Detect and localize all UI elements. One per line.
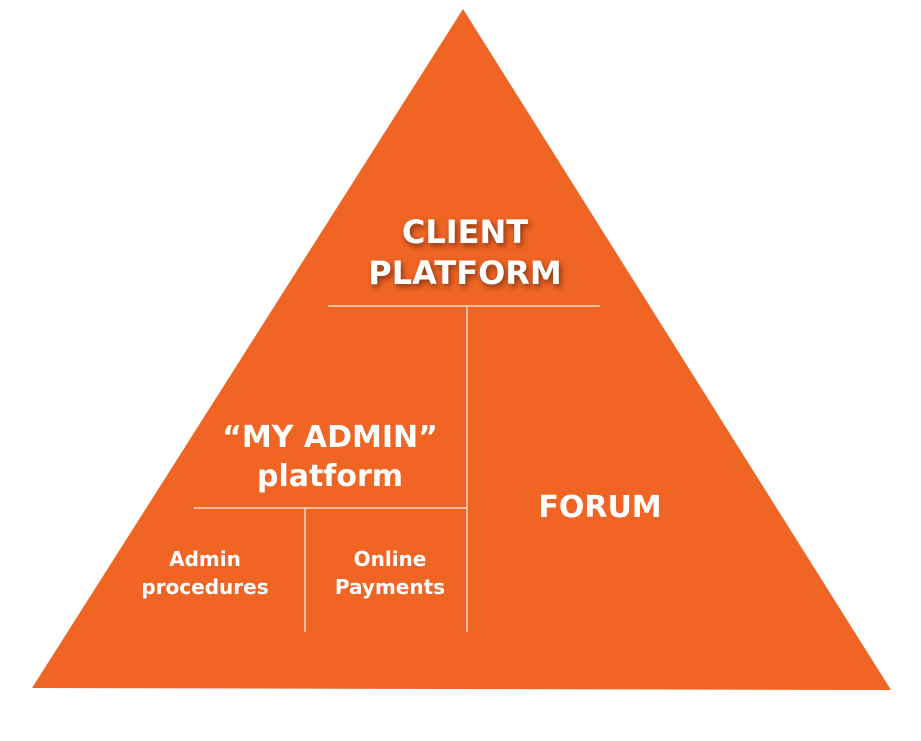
client-platform-line1: CLIENT xyxy=(401,213,529,251)
admin-procedures-label: Admin procedures xyxy=(120,545,290,601)
my-admin-platform-label: “MY ADMIN” platform xyxy=(180,418,480,496)
client-platform-label: CLIENT PLATFORM xyxy=(315,212,615,294)
online-payments-line2: Payments xyxy=(334,575,446,599)
online-payments-line1: Online xyxy=(353,547,427,571)
admin-procedures-line1: Admin xyxy=(169,547,241,571)
my-admin-line2: platform xyxy=(256,459,404,494)
pyramid-triangle xyxy=(32,9,891,690)
admin-procedures-line2: procedures xyxy=(141,575,269,599)
client-platform-line2: PLATFORM xyxy=(368,254,562,292)
forum-label: FORUM xyxy=(538,490,662,525)
my-admin-line1: “MY ADMIN” xyxy=(222,420,438,455)
online-payments-label: Online Payments xyxy=(305,545,475,601)
